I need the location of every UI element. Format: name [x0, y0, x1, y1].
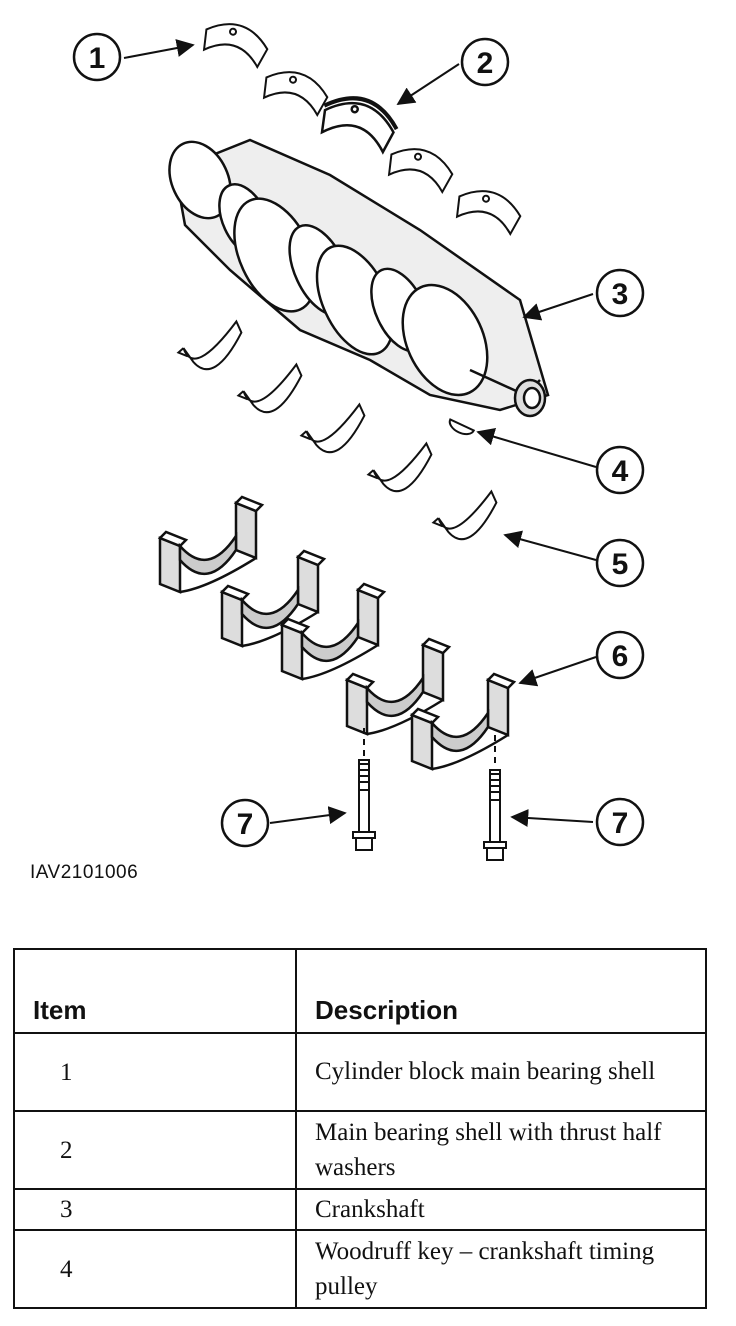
lower-bearing-shell-icon	[176, 319, 243, 371]
thrust-bearing-shell-icon	[320, 96, 399, 155]
leader-arrows	[123, 39, 597, 827]
lower-bearing-shell-icon	[299, 402, 366, 454]
callout-number: 5	[612, 548, 629, 581]
upper-bearing-shell-icon	[455, 190, 522, 237]
item-description: Crankshaft	[295, 1188, 707, 1231]
table-row: 3 Crankshaft	[13, 1188, 707, 1231]
upper-bearing-shell-icon	[262, 71, 329, 118]
callout-2: 2	[460, 37, 510, 87]
item-column-header: Item	[13, 948, 297, 1034]
callout-number: 7	[612, 807, 629, 840]
item-description: Woodruff key – crankshaft timing pulley	[295, 1229, 707, 1309]
main-bearing-cap-icon	[409, 672, 517, 771]
crankshaft-icon	[168, 138, 550, 418]
callout-7-left: 7	[220, 798, 270, 848]
callout-3: 3	[595, 268, 645, 318]
main-bearing-cap-icon	[279, 582, 387, 681]
main-bearing-cap-icon	[344, 637, 452, 736]
callout-number: 4	[612, 455, 629, 488]
upper-bearing-shell-icon	[387, 148, 454, 195]
description-column-header: Description	[295, 948, 707, 1034]
bolt-guide-lines	[363, 728, 496, 768]
upper-bearing-shells	[202, 23, 522, 237]
legend-header-row: Item Description	[13, 948, 707, 1034]
callouts: 1 2 3 4 5 6 7 7	[72, 32, 645, 848]
exploded-view-diagram: 1 2 3 4 5 6 7 7	[72, 23, 645, 861]
item-number: 1	[13, 1032, 297, 1112]
item-description: Cylinder block main bearing shell	[295, 1032, 707, 1112]
item-description: Main bearing shell with thrust half wash…	[295, 1110, 707, 1190]
callout-5: 5	[595, 538, 645, 588]
item-number: 4	[13, 1229, 297, 1309]
callout-number: 7	[237, 808, 254, 841]
woodruff-key-icon	[448, 418, 476, 436]
lower-bearing-shell-icon	[236, 362, 303, 414]
callout-number: 1	[89, 42, 106, 75]
callout-6: 6	[595, 630, 645, 680]
main-bearing-cap-icon	[219, 549, 327, 648]
table-row: 1 Cylinder block main bearing shell	[13, 1032, 707, 1112]
table-row: 4 Woodruff key – crankshaft timing pulle…	[13, 1229, 707, 1309]
main-bearing-caps	[157, 495, 517, 771]
callout-1: 1	[72, 32, 122, 82]
cap-bolt-icon	[483, 769, 507, 861]
callout-number: 2	[477, 47, 494, 80]
callout-number: 3	[612, 278, 629, 311]
cap-bolt-icon	[352, 759, 376, 851]
callout-7-right: 7	[595, 797, 645, 847]
callout-number: 6	[612, 640, 629, 673]
item-number: 2	[13, 1110, 297, 1190]
figure-id-label: IAV2101006	[30, 862, 139, 883]
lower-bearing-shell-icon	[431, 489, 498, 541]
lower-bearing-shell-icon	[366, 441, 433, 493]
table-row: 2 Main bearing shell with thrust half wa…	[13, 1110, 707, 1190]
legend-table: Item Description 1 Cylinder block main b…	[13, 948, 707, 1309]
main-bearing-cap-icon	[157, 495, 265, 594]
item-number: 3	[13, 1188, 297, 1231]
cap-bolts	[352, 759, 507, 861]
callout-4: 4	[595, 445, 645, 495]
upper-bearing-shell-icon	[202, 23, 269, 70]
lower-bearing-shells	[176, 319, 498, 541]
